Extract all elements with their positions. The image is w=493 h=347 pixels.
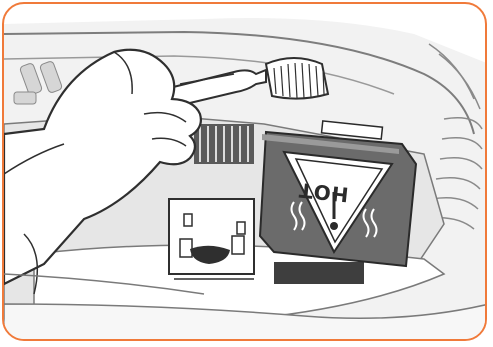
toothbrush-bristles	[266, 58, 328, 99]
cleaning-illustration: HOT	[4, 4, 487, 341]
heater-plate: HOT	[260, 121, 416, 266]
heater-base	[274, 262, 364, 284]
illustration-frame: HOT	[2, 2, 487, 341]
inner-vent-grille	[194, 124, 254, 164]
heating-element-socket	[169, 199, 254, 279]
